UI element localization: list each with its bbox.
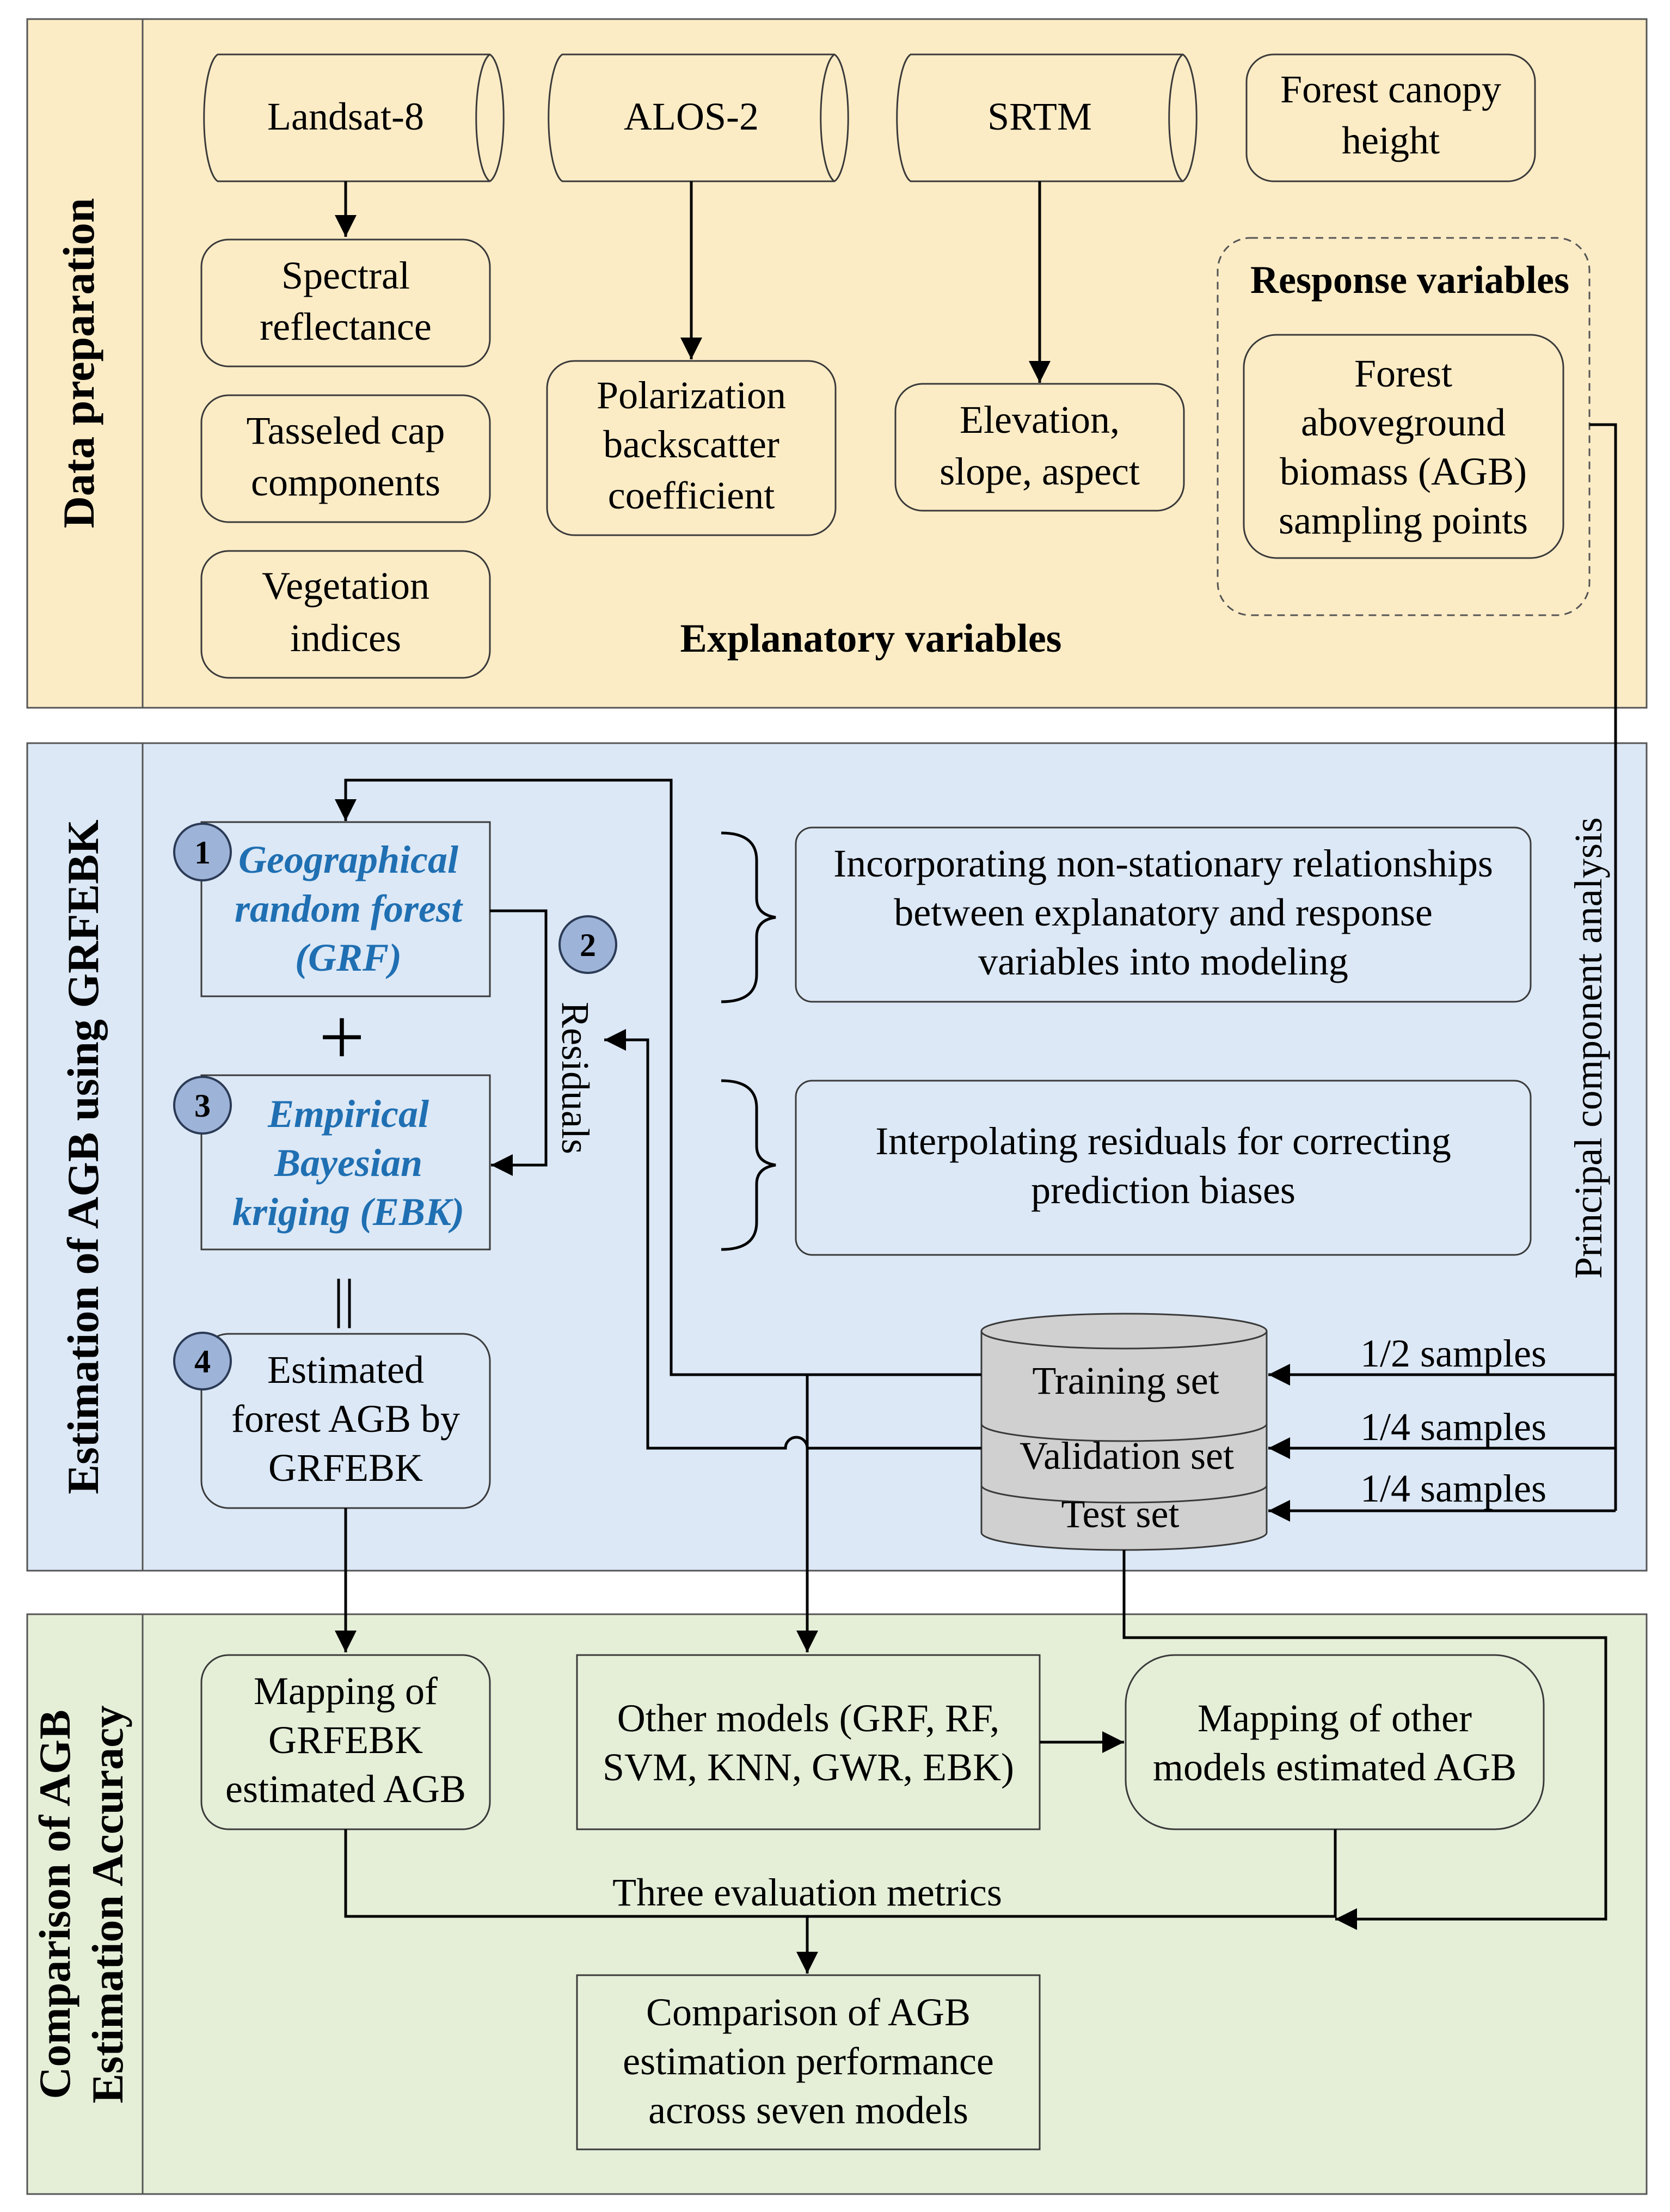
svg-text:Geographical: Geographical	[238, 838, 458, 881]
svg-text:forest AGB by: forest AGB by	[231, 1397, 460, 1441]
svg-text:estimation performance: estimation performance	[623, 2039, 994, 2083]
note-interpolating: Interpolating residuals for correcting p…	[795, 1080, 1532, 1256]
svg-text:biomass (AGB): biomass (AGB)	[1280, 450, 1527, 493]
performance-comparison: Comparison of AGB estimation performance…	[576, 1974, 1041, 2150]
svg-text:Estimated: Estimated	[267, 1348, 424, 1392]
explanatory-variables-label: Explanatory variables	[680, 616, 1062, 661]
estimation-section: Estimation of AGB using GRFEBK	[26, 742, 1648, 1572]
svg-text:Comparison of AGB: Comparison of AGB	[646, 1990, 971, 2034]
svg-text:coefficient: coefficient	[608, 474, 775, 517]
brace-top	[721, 831, 776, 1003]
svg-text:random forest: random forest	[235, 887, 463, 930]
response-variables-label: Response variables	[1250, 258, 1569, 302]
svg-text:Empirical: Empirical	[267, 1092, 429, 1136]
source-srtm: SRTM	[896, 53, 1198, 182]
svg-text:backscatter: backscatter	[603, 422, 779, 466]
badge-3: 3	[173, 1076, 232, 1135]
source-landsat-label: Landsat-8	[267, 95, 424, 138]
svg-text:(GRF): (GRF)	[295, 936, 402, 979]
feature-elevation-slope-aspect: Elevation, slope, aspect	[894, 383, 1185, 512]
svg-text:kriging (EBK): kriging (EBK)	[232, 1190, 464, 1234]
svg-text:aboveground: aboveground	[1301, 401, 1506, 444]
badge-4: 4	[173, 1332, 232, 1390]
badge-1: 1	[173, 823, 232, 881]
svg-text:1: 1	[194, 835, 211, 871]
svg-text:indices: indices	[290, 616, 401, 660]
svg-text:Forest canopy: Forest canopy	[1280, 68, 1501, 111]
svg-text:Other models (GRF, RF,: Other models (GRF, RF,	[617, 1696, 1000, 1740]
svg-text:prediction biases: prediction biases	[1031, 1168, 1296, 1212]
step-grf: Geographical random forest (GRF)	[200, 821, 491, 997]
svg-text:Bayesian: Bayesian	[274, 1141, 422, 1185]
svg-text:Mapping of: Mapping of	[254, 1669, 438, 1713]
step-ebk: Empirical Bayesian kriging (EBK)	[200, 1074, 491, 1251]
svg-text:components: components	[251, 461, 440, 504]
feature-vegetation-indices: Vegetation indices	[200, 550, 491, 679]
source-landsat: Landsat-8	[203, 53, 505, 182]
three-evaluation-metrics: Three evaluation metrics	[612, 1871, 1002, 1914]
section-title-data-preparation: Data preparation	[54, 198, 103, 529]
section-title-comparison-line2: Estimation Accuracy	[83, 1705, 132, 2103]
svg-text:estimated AGB: estimated AGB	[225, 1767, 466, 1811]
svg-text:4: 4	[194, 1344, 211, 1380]
svg-text:Forest: Forest	[1354, 352, 1452, 395]
svg-text:3: 3	[194, 1088, 211, 1124]
svg-text:sampling points: sampling points	[1279, 499, 1528, 542]
validation-set: Validation set	[1020, 1434, 1234, 1478]
svg-text:Incorporating non-stationary r: Incorporating non-stationary relationshi…	[833, 842, 1493, 885]
svg-text:models estimated AGB: models estimated AGB	[1153, 1745, 1516, 1789]
source-alos: ALOS-2	[548, 53, 849, 182]
svg-text:Polarization: Polarization	[597, 373, 786, 417]
svg-text:Elevation,: Elevation,	[960, 398, 1120, 442]
feature-spectral-reflectance: Spectral reflectance	[200, 238, 491, 367]
svg-text:Tasseled cap: Tasseled cap	[247, 409, 445, 452]
svg-text:between explanatory and respon: between explanatory and response	[894, 891, 1433, 934]
svg-text:SVM, KNN, GWR, EBK): SVM, KNN, GWR, EBK)	[603, 1745, 1014, 1789]
mapping-other-models: Mapping of other models estimated AGB	[1125, 1654, 1545, 1830]
svg-text:height: height	[1342, 119, 1440, 162]
samples-quarter-b: 1/4 samples	[1360, 1467, 1546, 1510]
svg-text:GRFEBK: GRFEBK	[268, 1446, 423, 1490]
plus-sign: +	[319, 992, 365, 1082]
source-alos-label: ALOS-2	[624, 95, 759, 138]
residuals-label: Residuals	[554, 1002, 597, 1154]
response-variables-group: Response variables Forest aboveground bi…	[1217, 237, 1591, 616]
svg-text:reflectance: reflectance	[260, 305, 432, 348]
source-forest-canopy-height: Forest canopy height	[1245, 53, 1536, 182]
samples-quarter-a: 1/4 samples	[1360, 1405, 1546, 1449]
svg-text:Mapping of other: Mapping of other	[1198, 1696, 1472, 1740]
svg-text:slope, aspect: slope, aspect	[940, 450, 1140, 493]
note-nonstationary: Incorporating non-stationary relationshi…	[795, 826, 1532, 1003]
comparison-section: Comparison of AGB Estimation Accuracy	[26, 1613, 1648, 2195]
feature-tasseled-cap: Tasseled cap components	[200, 394, 491, 523]
badge-2: 2	[558, 915, 617, 974]
equals-sign: ||	[333, 1268, 355, 1328]
section-title-comparison-line1: Comparison of AGB	[30, 1709, 79, 2099]
brace-bottom	[721, 1079, 776, 1251]
samples-half: 1/2 samples	[1360, 1332, 1546, 1375]
svg-text:across seven models: across seven models	[648, 2088, 968, 2132]
svg-text:Vegetation: Vegetation	[262, 564, 429, 608]
training-set: Training set	[1032, 1359, 1219, 1402]
svg-text:variables into modeling: variables into modeling	[978, 940, 1348, 983]
data-preparation-section: Data preparation	[26, 18, 1648, 709]
svg-text:2: 2	[580, 927, 596, 963]
dataset-cylinder: Training set Validation set Test set	[980, 1313, 1268, 1551]
test-set: Test set	[1061, 1492, 1180, 1536]
pca-label: Principal component analysis	[1567, 817, 1610, 1279]
source-srtm-label: SRTM	[987, 95, 1092, 138]
svg-text:Spectral: Spectral	[281, 254, 410, 297]
svg-text:Interpolating residuals for co: Interpolating residuals for correcting	[875, 1119, 1451, 1163]
svg-text:GRFEBK: GRFEBK	[268, 1718, 423, 1762]
section-title-estimation: Estimation of AGB using GRFEBK	[58, 819, 108, 1494]
feature-polarization-backscatter: Polarization backscatter coefficient	[546, 360, 837, 536]
